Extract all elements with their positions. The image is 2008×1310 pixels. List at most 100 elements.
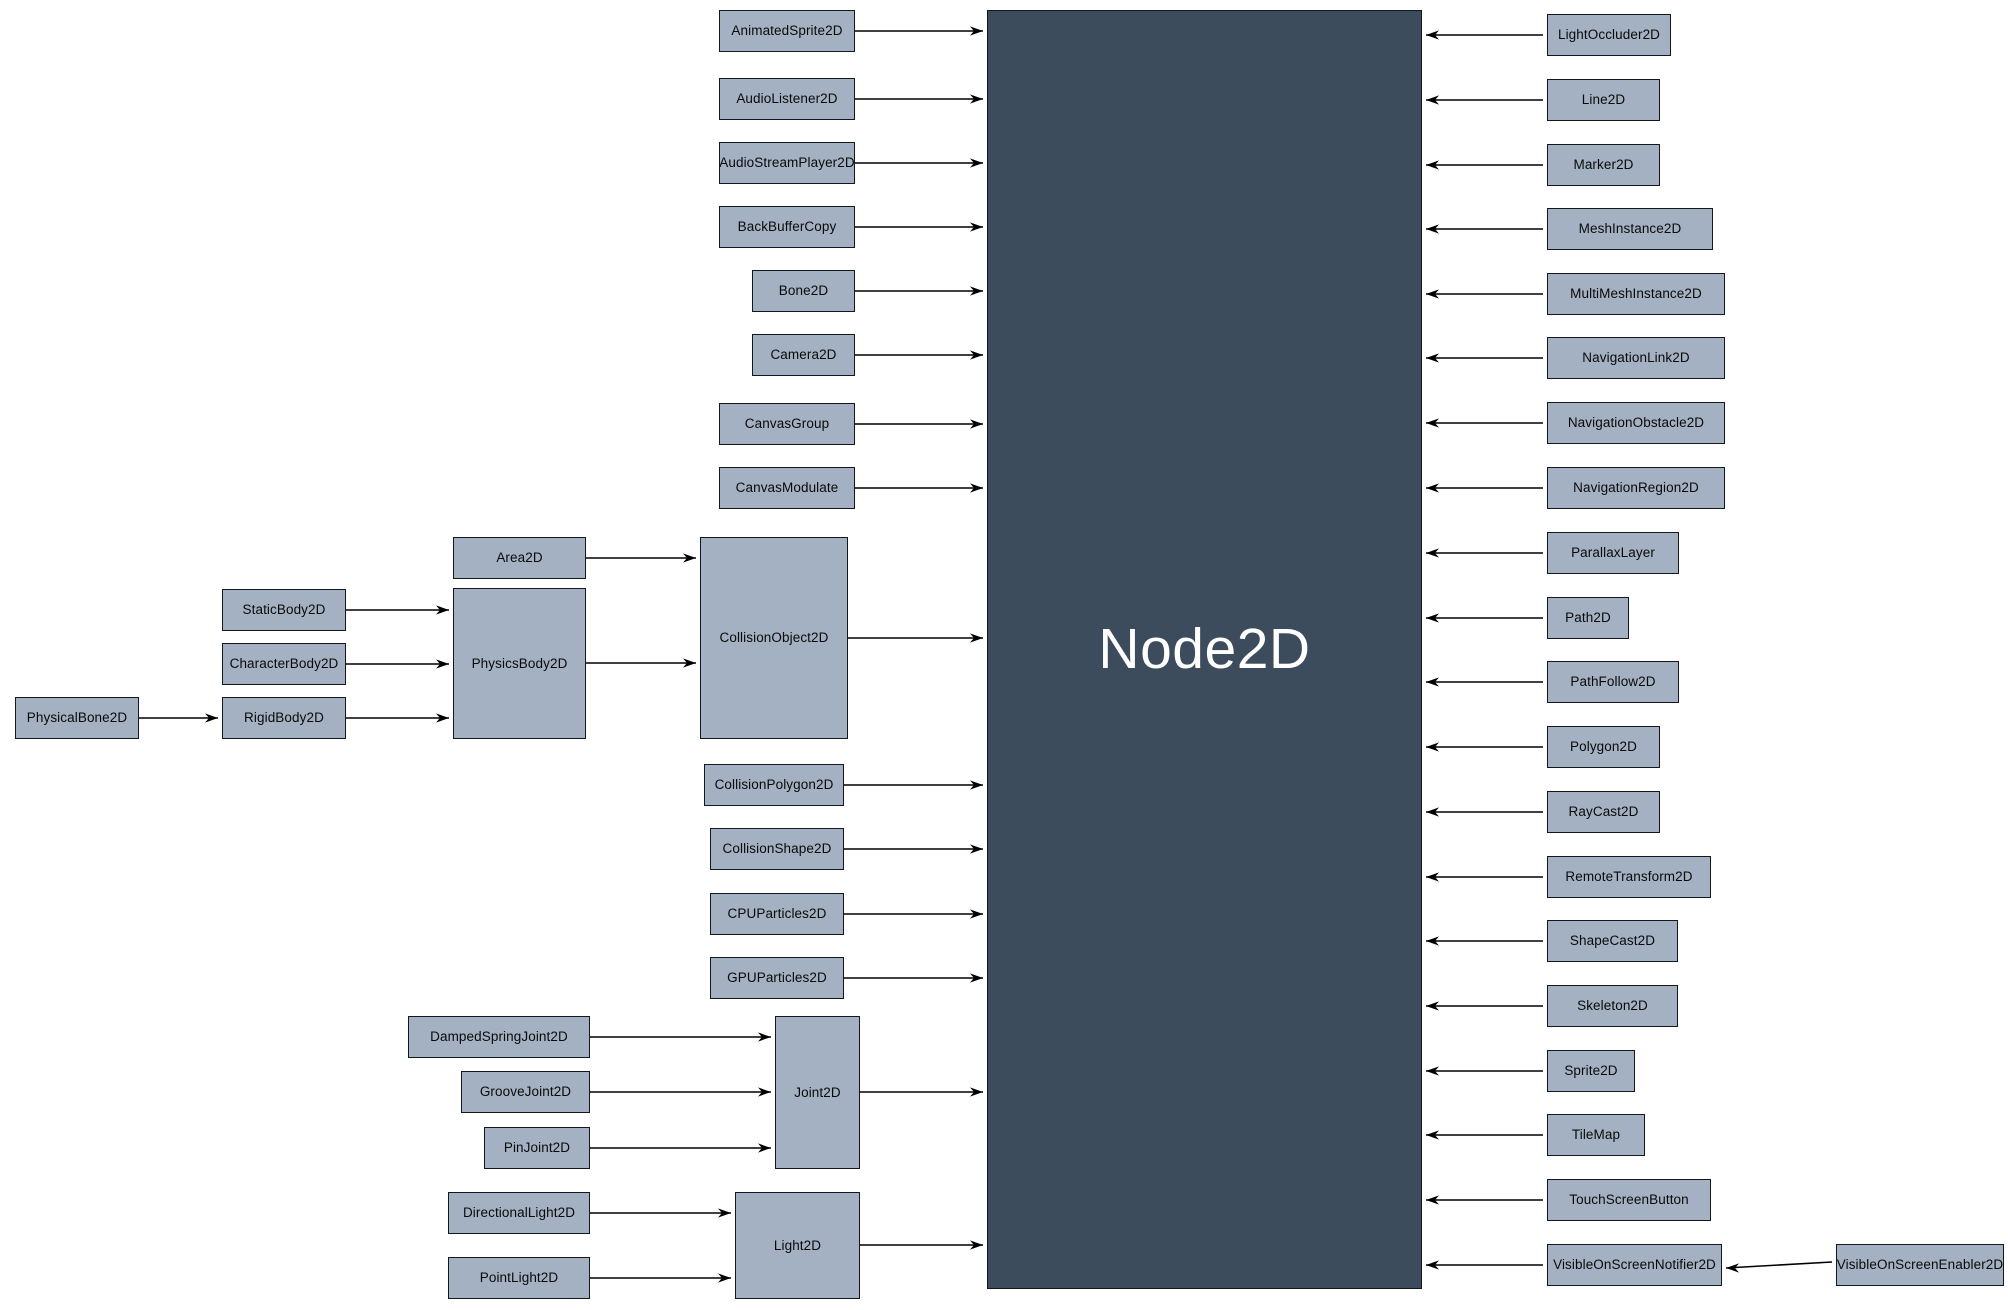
arrowhead-icon (970, 633, 983, 643)
edge-multimeshinstance2d-to-node2d (1426, 289, 1543, 299)
class-node-label: PhysicsBody2D (471, 655, 568, 671)
class-node-line2d[interactable]: Line2D (1547, 79, 1660, 121)
class-node-raycast2d[interactable]: RayCast2D (1547, 791, 1660, 833)
class-node-lightoccluder2d[interactable]: LightOccluder2D (1547, 14, 1671, 56)
class-node-label: PathFollow2D (1570, 674, 1656, 690)
class-node-groovejoint2d[interactable]: GrooveJoint2D (461, 1071, 590, 1113)
class-node-sprite2d[interactable]: Sprite2D (1547, 1050, 1635, 1092)
class-node-camera2d[interactable]: Camera2D (752, 334, 855, 376)
edge-pathfollow2d-to-node2d (1426, 677, 1543, 687)
class-node-collisionpolygon2d[interactable]: CollisionPolygon2D (704, 764, 844, 806)
class-node-label: CollisionObject2D (719, 630, 829, 646)
class-node-visibleonscreenenabler2d[interactable]: VisibleOnScreenEnabler2D (1836, 1244, 2004, 1286)
edge-audiolistener2d-to-node2d (855, 94, 983, 104)
class-node-navigationregion2d[interactable]: NavigationRegion2D (1547, 467, 1725, 509)
class-node-area2d[interactable]: Area2D (453, 537, 586, 579)
class-node-pointlight2d[interactable]: PointLight2D (448, 1257, 590, 1299)
class-node-directionallight2d[interactable]: DirectionalLight2D (448, 1192, 590, 1234)
edge-gpuparticles2d-to-node2d (844, 973, 983, 983)
arrowhead-icon (1426, 548, 1439, 558)
class-node-visibleonscreennotifier2d[interactable]: VisibleOnScreenNotifier2D (1547, 1244, 1722, 1286)
class-node-physicsbody2d[interactable]: PhysicsBody2D (453, 588, 586, 739)
arrowhead-icon (970, 286, 983, 296)
class-node-staticbody2d[interactable]: StaticBody2D (222, 589, 346, 631)
arrowhead-icon (970, 222, 983, 232)
class-node-canvasgroup[interactable]: CanvasGroup (719, 403, 855, 445)
arrowhead-icon (1426, 936, 1439, 946)
class-node-remotetransform2d[interactable]: RemoteTransform2D (1547, 856, 1711, 898)
arrowhead-icon (205, 713, 218, 723)
class-node-tilemap[interactable]: TileMap (1547, 1114, 1645, 1156)
class-node-navigationobstacle2d[interactable]: NavigationObstacle2D (1547, 402, 1725, 444)
edge-skeleton2d-to-node2d (1426, 1001, 1543, 1011)
edge-line2d-to-node2d (1426, 95, 1543, 105)
class-node-label: NavigationLink2D (1582, 350, 1690, 366)
class-node-label: ParallaxLayer (1571, 545, 1655, 561)
arrowhead-icon (436, 713, 449, 723)
edge-joint2d-to-node2d (860, 1087, 983, 1097)
edge-tilemap-to-node2d (1426, 1130, 1543, 1140)
class-node-cpuparticles2d[interactable]: CPUParticles2D (710, 893, 844, 935)
class-node-characterbody2d[interactable]: CharacterBody2D (222, 643, 346, 685)
edge-canvasmodulate-to-node2d (855, 483, 983, 493)
class-node-parallaxlayer[interactable]: ParallaxLayer (1547, 532, 1679, 574)
class-node-pathfollow2d[interactable]: PathFollow2D (1547, 661, 1679, 703)
class-node-touchscreenbutton[interactable]: TouchScreenButton (1547, 1179, 1711, 1221)
edge-canvasgroup-to-node2d (855, 419, 983, 429)
class-node-label: CanvasModulate (735, 480, 839, 496)
edge-animatedsprite2d-to-node2d (855, 26, 983, 36)
arrowhead-icon (970, 483, 983, 493)
class-node-audiolistener2d[interactable]: AudioListener2D (719, 78, 855, 120)
class-node-label: DampedSpringJoint2D (430, 1029, 568, 1045)
edge-visibleonscreennotifier2d-to-node2d (1426, 1260, 1543, 1270)
class-node-pinjoint2d[interactable]: PinJoint2D (484, 1127, 590, 1169)
class-node-collisionshape2d[interactable]: CollisionShape2D (710, 828, 844, 870)
class-node-audiostreamplayer2d[interactable]: AudioStreamPlayer2D (719, 142, 855, 184)
class-node-label: Sprite2D (1564, 1063, 1618, 1079)
class-node-label: RayCast2D (1568, 804, 1639, 820)
class-node-label: Node2D (1098, 616, 1311, 681)
class-node-label: NavigationRegion2D (1573, 480, 1699, 496)
class-node-label: RemoteTransform2D (1565, 869, 1693, 885)
edge-lightoccluder2d-to-node2d (1426, 30, 1543, 40)
edge-parallaxlayer-to-node2d (1426, 548, 1543, 558)
class-node-marker2d[interactable]: Marker2D (1547, 144, 1660, 186)
class-node-path2d[interactable]: Path2D (1547, 597, 1629, 639)
class-node-multimeshinstance2d[interactable]: MultiMeshInstance2D (1547, 273, 1725, 315)
arrowhead-icon (436, 659, 449, 669)
hub-node-node2d[interactable]: Node2D (987, 10, 1422, 1289)
edge-backbuffercopy-to-node2d (855, 222, 983, 232)
class-node-polygon2d[interactable]: Polygon2D (1547, 726, 1660, 768)
class-node-dampedspringjoint2d[interactable]: DampedSpringJoint2D (408, 1016, 590, 1058)
arrowhead-icon (1426, 613, 1439, 623)
class-node-joint2d[interactable]: Joint2D (775, 1016, 860, 1169)
edge-collisionshape2d-to-node2d (844, 844, 983, 854)
class-node-label: Joint2D (794, 1084, 841, 1100)
class-node-skeleton2d[interactable]: Skeleton2D (1547, 985, 1678, 1027)
edge-staticbody2d-to-physicsbody2d (346, 605, 449, 615)
class-node-light2d[interactable]: Light2D (735, 1192, 860, 1299)
class-node-collisionobject2d[interactable]: CollisionObject2D (700, 537, 848, 739)
edge-shapecast2d-to-node2d (1426, 936, 1543, 946)
class-node-label: AudioStreamPlayer2D (719, 155, 855, 171)
class-node-animatedsprite2d[interactable]: AnimatedSprite2D (719, 10, 855, 52)
arrowhead-icon (1726, 1263, 1739, 1273)
arrowhead-icon (758, 1087, 771, 1097)
class-node-label: Camera2D (770, 347, 837, 363)
arrowhead-icon (970, 1240, 983, 1250)
class-node-label: CPUParticles2D (727, 906, 827, 922)
class-node-bone2d[interactable]: Bone2D (752, 270, 855, 312)
class-node-meshinstance2d[interactable]: MeshInstance2D (1547, 208, 1713, 250)
class-node-canvasmodulate[interactable]: CanvasModulate (719, 467, 855, 509)
class-node-navigationlink2d[interactable]: NavigationLink2D (1547, 337, 1725, 379)
class-node-gpuparticles2d[interactable]: GPUParticles2D (710, 957, 844, 999)
class-node-label: Light2D (773, 1237, 822, 1253)
class-node-shapecast2d[interactable]: ShapeCast2D (1547, 920, 1678, 962)
class-node-label: CollisionPolygon2D (714, 777, 834, 793)
class-node-rigidbody2d[interactable]: RigidBody2D (222, 697, 346, 739)
edge-camera2d-to-node2d (855, 350, 983, 360)
class-node-physicalbone2d[interactable]: PhysicalBone2D (15, 697, 139, 739)
class-node-label: MeshInstance2D (1578, 221, 1682, 237)
class-node-backbuffercopy[interactable]: BackBufferCopy (719, 206, 855, 248)
